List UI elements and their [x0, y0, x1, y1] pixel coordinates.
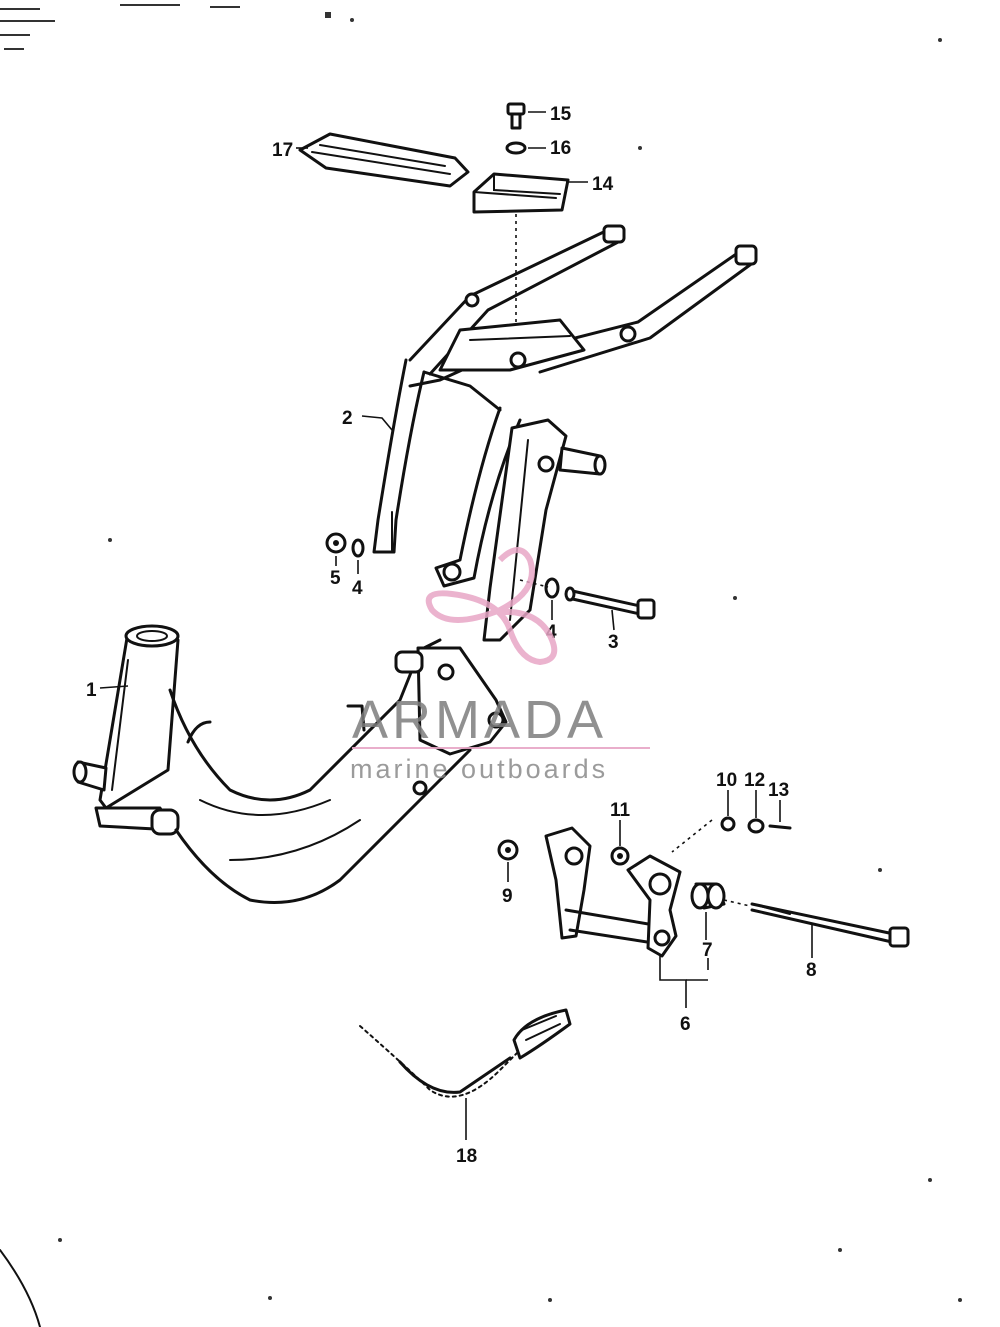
- callout-4-upper: 4: [352, 578, 363, 599]
- callout-2: 2: [342, 408, 353, 429]
- part-4-washer-upper: [351, 538, 365, 558]
- callout-9: 9: [502, 886, 513, 907]
- watermark-logo-icon: [425, 547, 558, 666]
- callout-16: 16: [550, 138, 571, 159]
- watermark-brand: ARMADA: [352, 690, 607, 750]
- scan-noise: [0, 4, 962, 1327]
- callout-10: 10: [716, 770, 737, 791]
- callout-11: 11: [610, 800, 631, 821]
- callout-17: 17: [272, 140, 293, 161]
- callout-7: 7: [702, 940, 713, 961]
- callout-18: 18: [456, 1146, 477, 1167]
- part-15-bolt: [506, 102, 526, 130]
- part-12-washer: [747, 818, 765, 834]
- callout-labels: 1 2 3 4 4 5 6 7 8 9 10 11 12 13 14 15 16…: [86, 104, 817, 1167]
- callout-5: 5: [330, 568, 341, 589]
- watermark: ARMADA marine outboards: [350, 547, 650, 784]
- watermark-tagline: marine outboards: [350, 754, 608, 784]
- part-9-nut: [497, 839, 519, 861]
- part-18-spring: [359, 1008, 572, 1098]
- part-1-front-frame: [72, 624, 508, 904]
- part-5-nut: [325, 532, 347, 554]
- callout-3: 3: [608, 632, 619, 653]
- part-13-pin: [768, 824, 792, 830]
- assembly-line-3: [519, 579, 549, 588]
- callout-15: 15: [550, 104, 572, 125]
- part-8-long-bolt: [750, 902, 910, 948]
- callout-8: 8: [806, 960, 817, 981]
- part-17-pad: [298, 132, 470, 188]
- callout-12: 12: [744, 770, 765, 791]
- part-4-washer-lower: [544, 577, 560, 599]
- callout-14: 14: [592, 174, 614, 195]
- part-16-washer: [505, 141, 527, 155]
- callout-6: 6: [680, 1014, 691, 1035]
- leader-lines: [99, 111, 813, 1140]
- part-7-spacer: [690, 882, 726, 910]
- part-14-bracket: [472, 172, 570, 214]
- part-6-center-stand: [544, 826, 682, 958]
- callout-13: 13: [768, 780, 789, 801]
- assembly-line-8: [723, 899, 751, 907]
- callout-1: 1: [86, 680, 97, 701]
- part-3-bolt: [564, 586, 656, 620]
- part-10-washer: [720, 816, 736, 832]
- part-11-nut: [610, 846, 630, 866]
- assembly-line-10: [671, 819, 713, 853]
- part-2-upper-frame: [372, 224, 758, 642]
